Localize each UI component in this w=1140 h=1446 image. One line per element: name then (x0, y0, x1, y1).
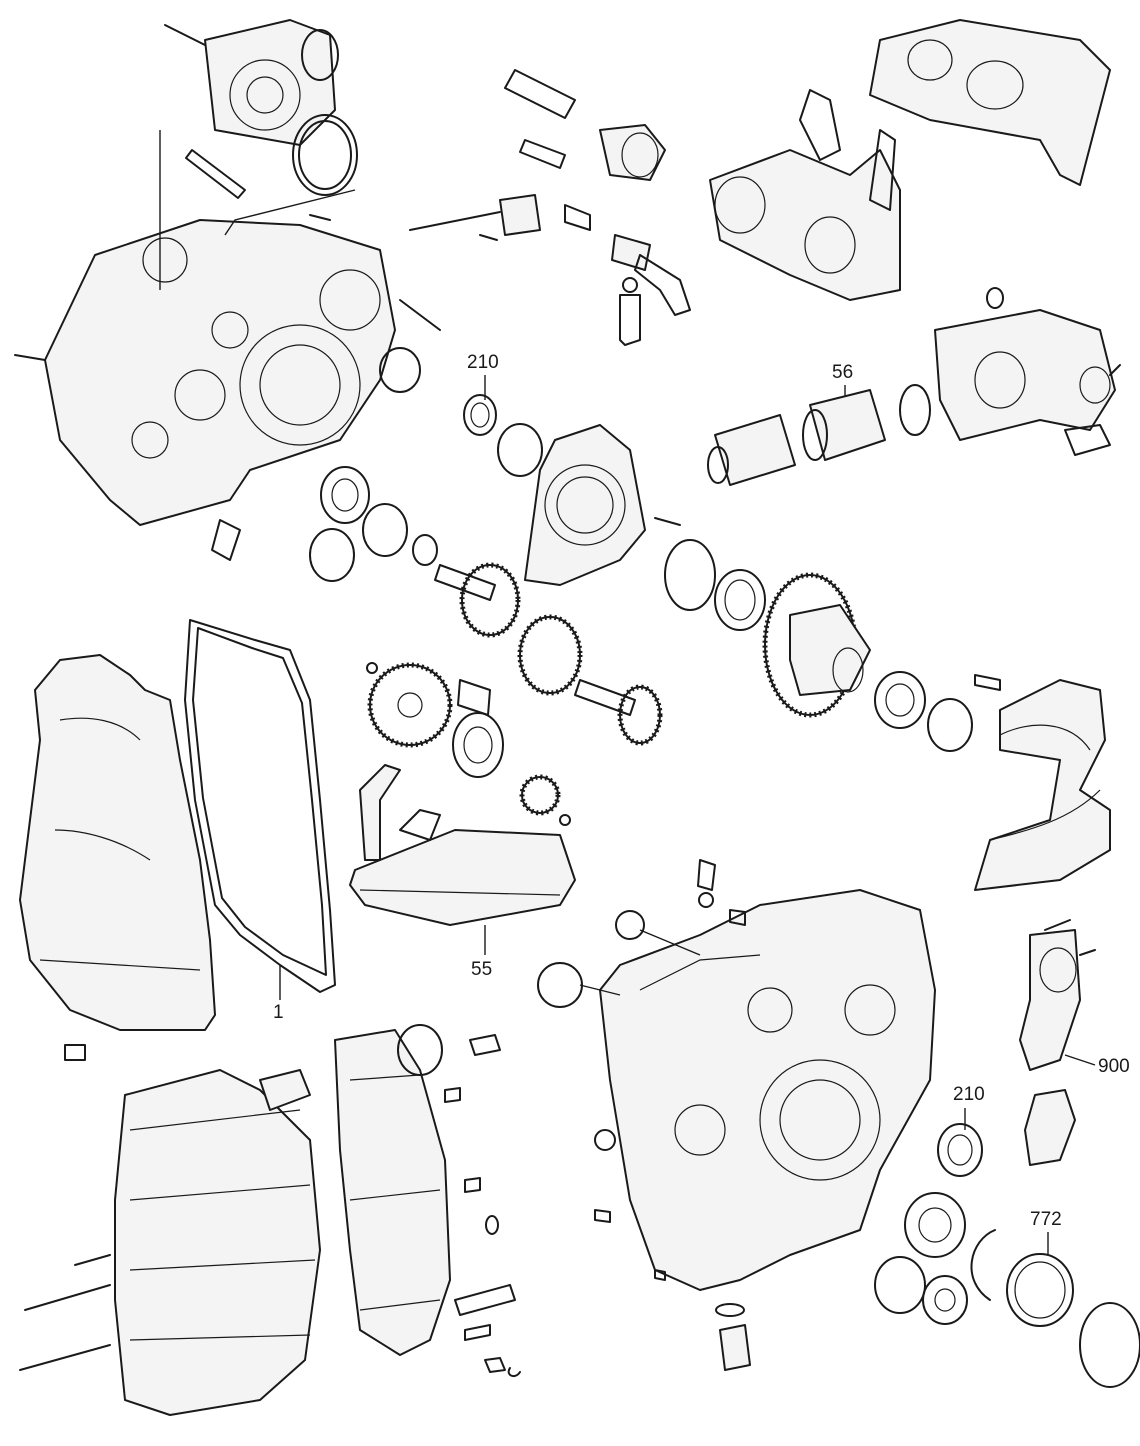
separator-plate (334, 1024, 521, 1378)
gear-shafts (434, 562, 663, 746)
oil-filter-55: 55 (349, 764, 576, 980)
seal-210-lower: 210 (937, 1084, 985, 1177)
oil-pan-gasket: 1 (184, 619, 336, 1023)
oil-pan (19, 654, 216, 1061)
valve-body (19, 1069, 321, 1416)
bolts (309, 214, 681, 526)
piston-772-group: 772 (874, 1192, 1140, 1388)
callout-55: 55 (471, 959, 492, 980)
differential-assembly (664, 539, 1001, 752)
callout-210-lower: 210 (953, 1084, 985, 1105)
valve-spring-parts (409, 69, 691, 346)
differential-shell (974, 679, 1111, 891)
callout-900: 900 (1098, 1056, 1130, 1077)
rings-and-bearings-middle (309, 466, 438, 582)
clutch-assembly-top (164, 19, 358, 199)
callout-56: 56 (832, 362, 853, 383)
idler-gears (366, 662, 571, 826)
callout-210-top: 210 (467, 352, 499, 373)
shift-fork-assembly (709, 19, 1111, 301)
actuator-900: 900 (1019, 919, 1130, 1166)
transmission-housing-main (537, 859, 936, 1371)
transmission-case-left (14, 130, 441, 561)
seal-210-top: 210 (463, 352, 543, 477)
callout-772: 772 (1030, 1209, 1062, 1230)
bearing-cover (524, 424, 646, 586)
callout-1: 1 (273, 1002, 284, 1023)
filter-56-assembly: 56 (707, 287, 1121, 486)
